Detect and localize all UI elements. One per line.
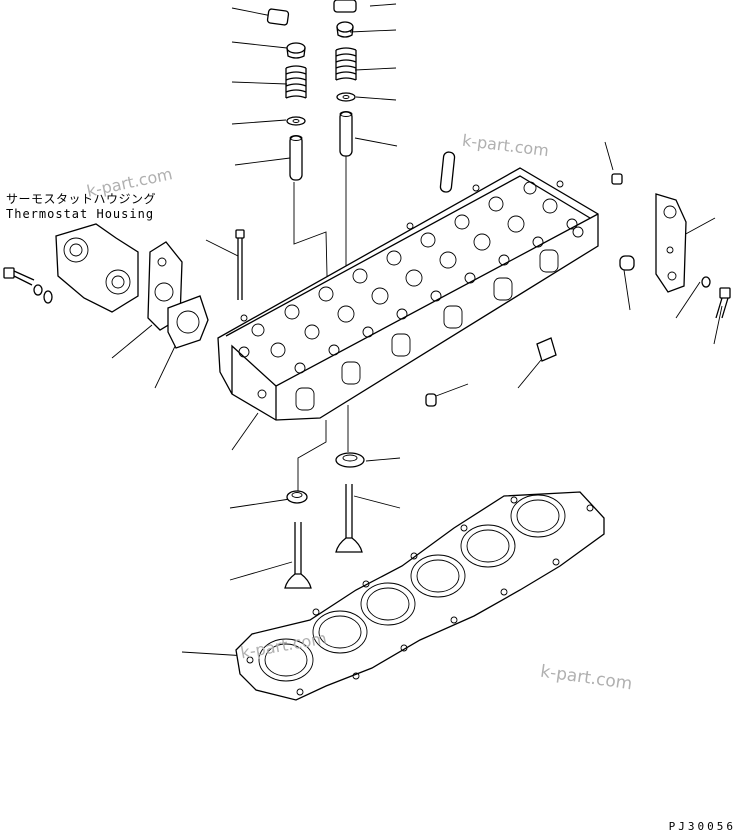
- valve-parts-right: [333, 0, 456, 193]
- head-gasket: [235, 491, 605, 701]
- thermostat-housing-label-en: Thermostat Housing: [6, 207, 155, 221]
- leader-lines: [111, 3, 723, 657]
- valve-parts-lower: [284, 452, 365, 589]
- drawing-code: PJ30056: [668, 820, 736, 833]
- lifting-bracket: [655, 193, 731, 319]
- thermostat-housing-label-jp: サーモスタットハウジング: [6, 192, 157, 206]
- cylinder-head: [217, 167, 635, 421]
- thermostat-housing: [3, 223, 209, 349]
- valve-parts-left: [266, 8, 307, 181]
